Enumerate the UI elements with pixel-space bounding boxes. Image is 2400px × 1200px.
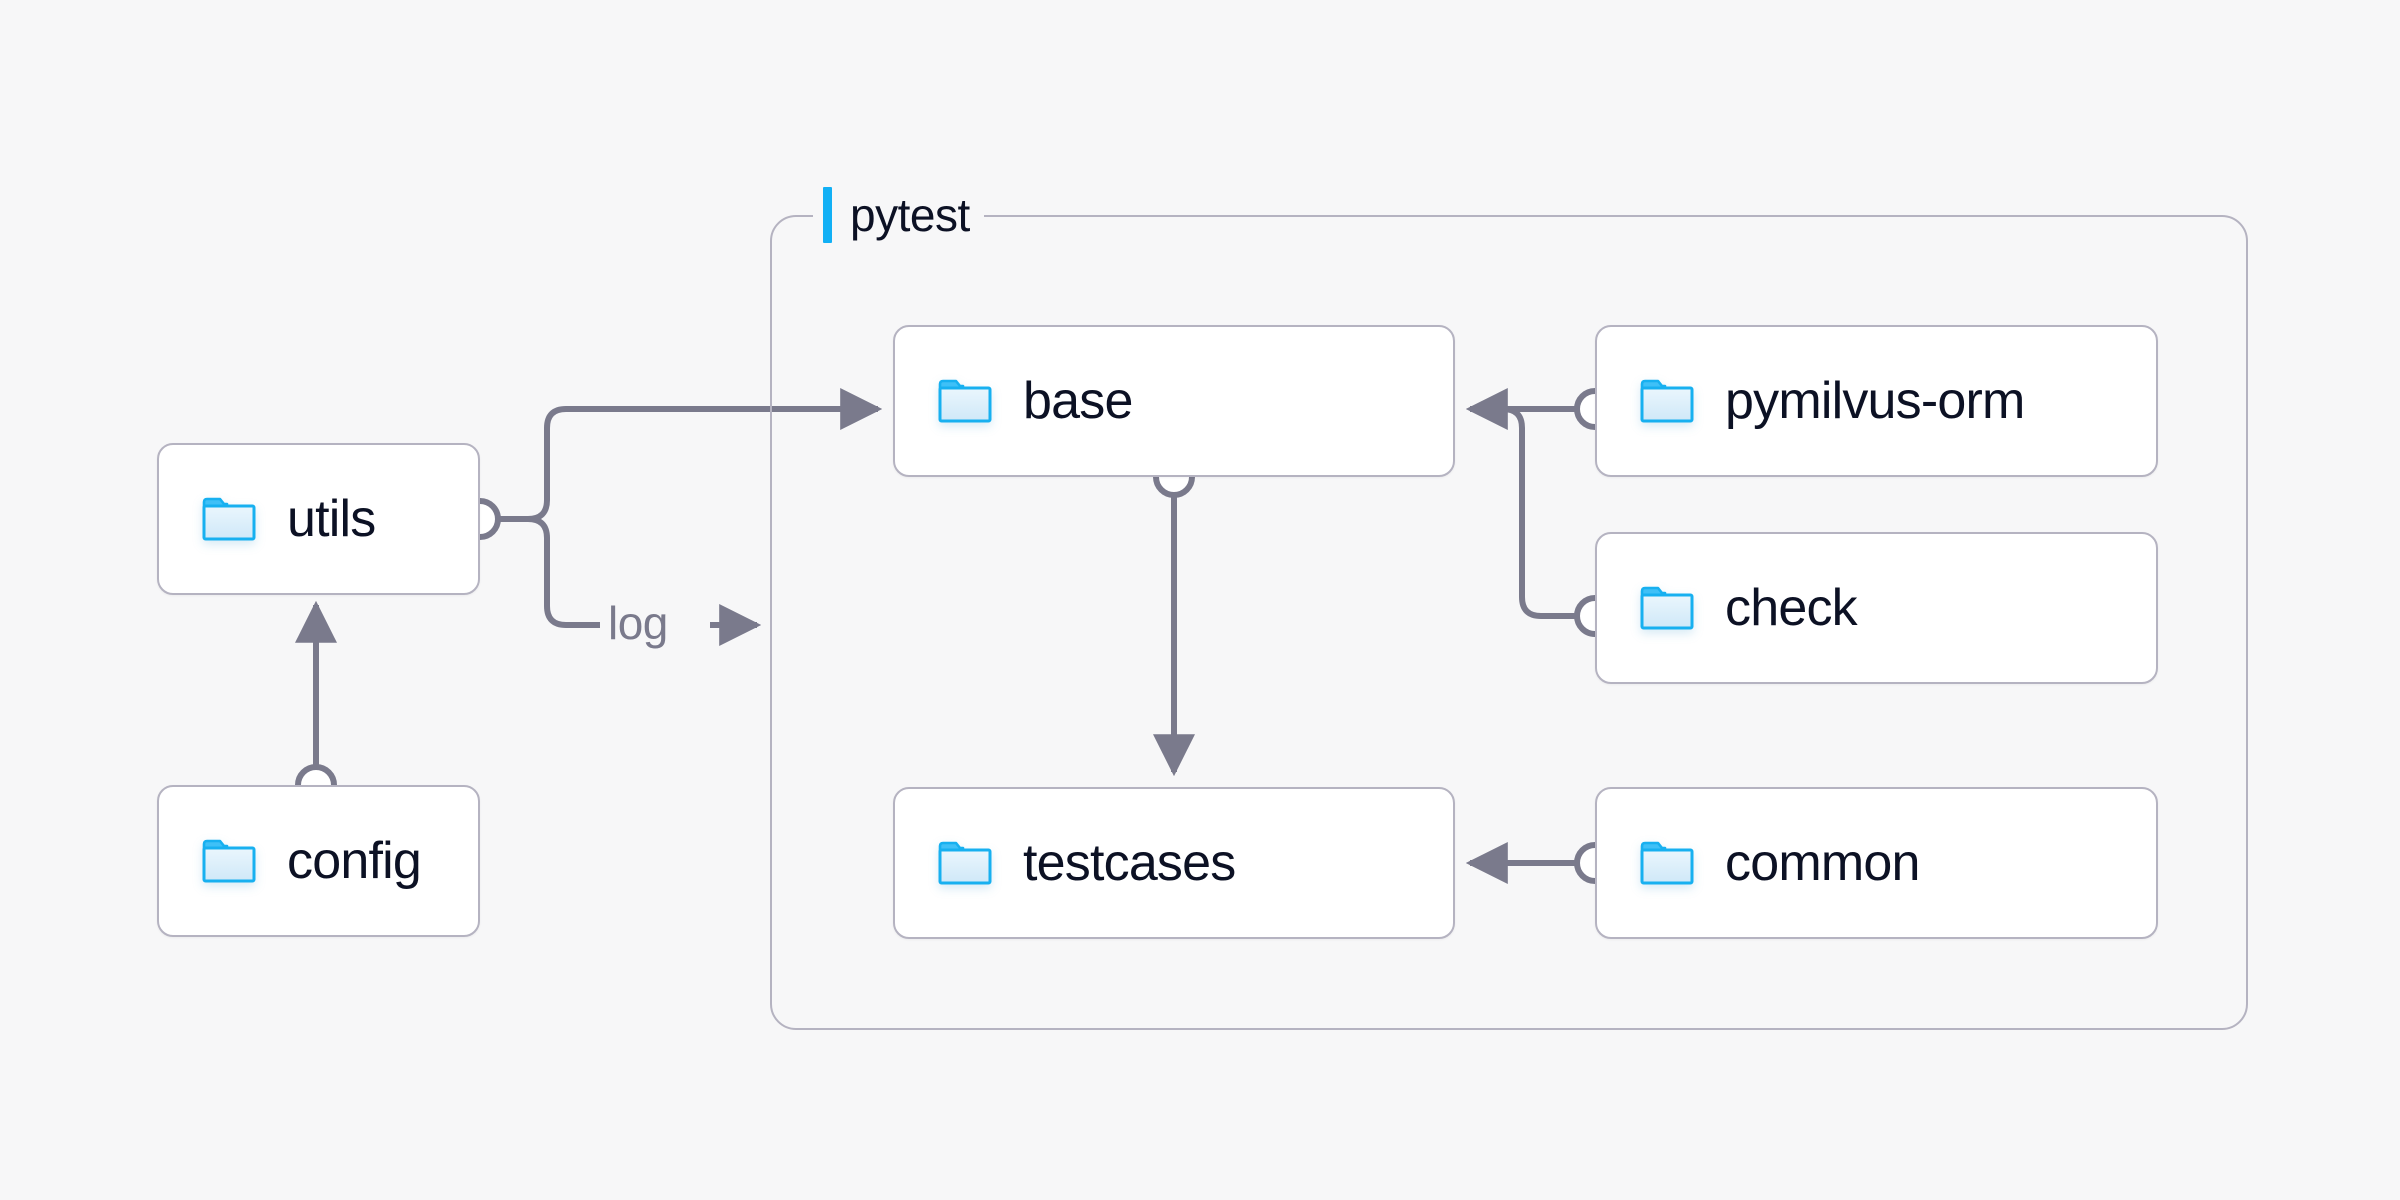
node-testcases[interactable]: testcases (893, 787, 1455, 939)
node-label-utils: utils (287, 490, 376, 548)
node-label-common: common (1725, 834, 1920, 892)
node-check[interactable]: check (1595, 532, 2158, 684)
group-title: pytest (850, 189, 970, 241)
node-pymilvus-orm[interactable]: pymilvus-orm (1595, 325, 2158, 477)
folder-icon (1639, 584, 1695, 632)
edge-config-to-utils (295, 600, 337, 806)
edge-label-log: log (600, 600, 676, 646)
folder-icon (201, 837, 257, 885)
folder-icon (937, 377, 993, 425)
folder-icon (201, 495, 257, 543)
accent-bar-icon (823, 187, 832, 243)
node-label-config: config (287, 832, 422, 890)
node-label-pymilvus-orm: pymilvus-orm (1725, 372, 2025, 430)
group-label-pytest: pytest (813, 186, 984, 244)
folder-icon (937, 839, 993, 887)
group-container-pytest (770, 215, 2248, 1030)
folder-icon (1639, 839, 1695, 887)
node-config[interactable]: config (157, 785, 480, 937)
node-label-testcases: testcases (1023, 834, 1236, 892)
node-label-base: base (1023, 372, 1133, 430)
node-base[interactable]: base (893, 325, 1455, 477)
folder-icon (1639, 377, 1695, 425)
node-common[interactable]: common (1595, 787, 2158, 939)
node-label-check: check (1725, 579, 1858, 637)
node-utils[interactable]: utils (157, 443, 480, 595)
